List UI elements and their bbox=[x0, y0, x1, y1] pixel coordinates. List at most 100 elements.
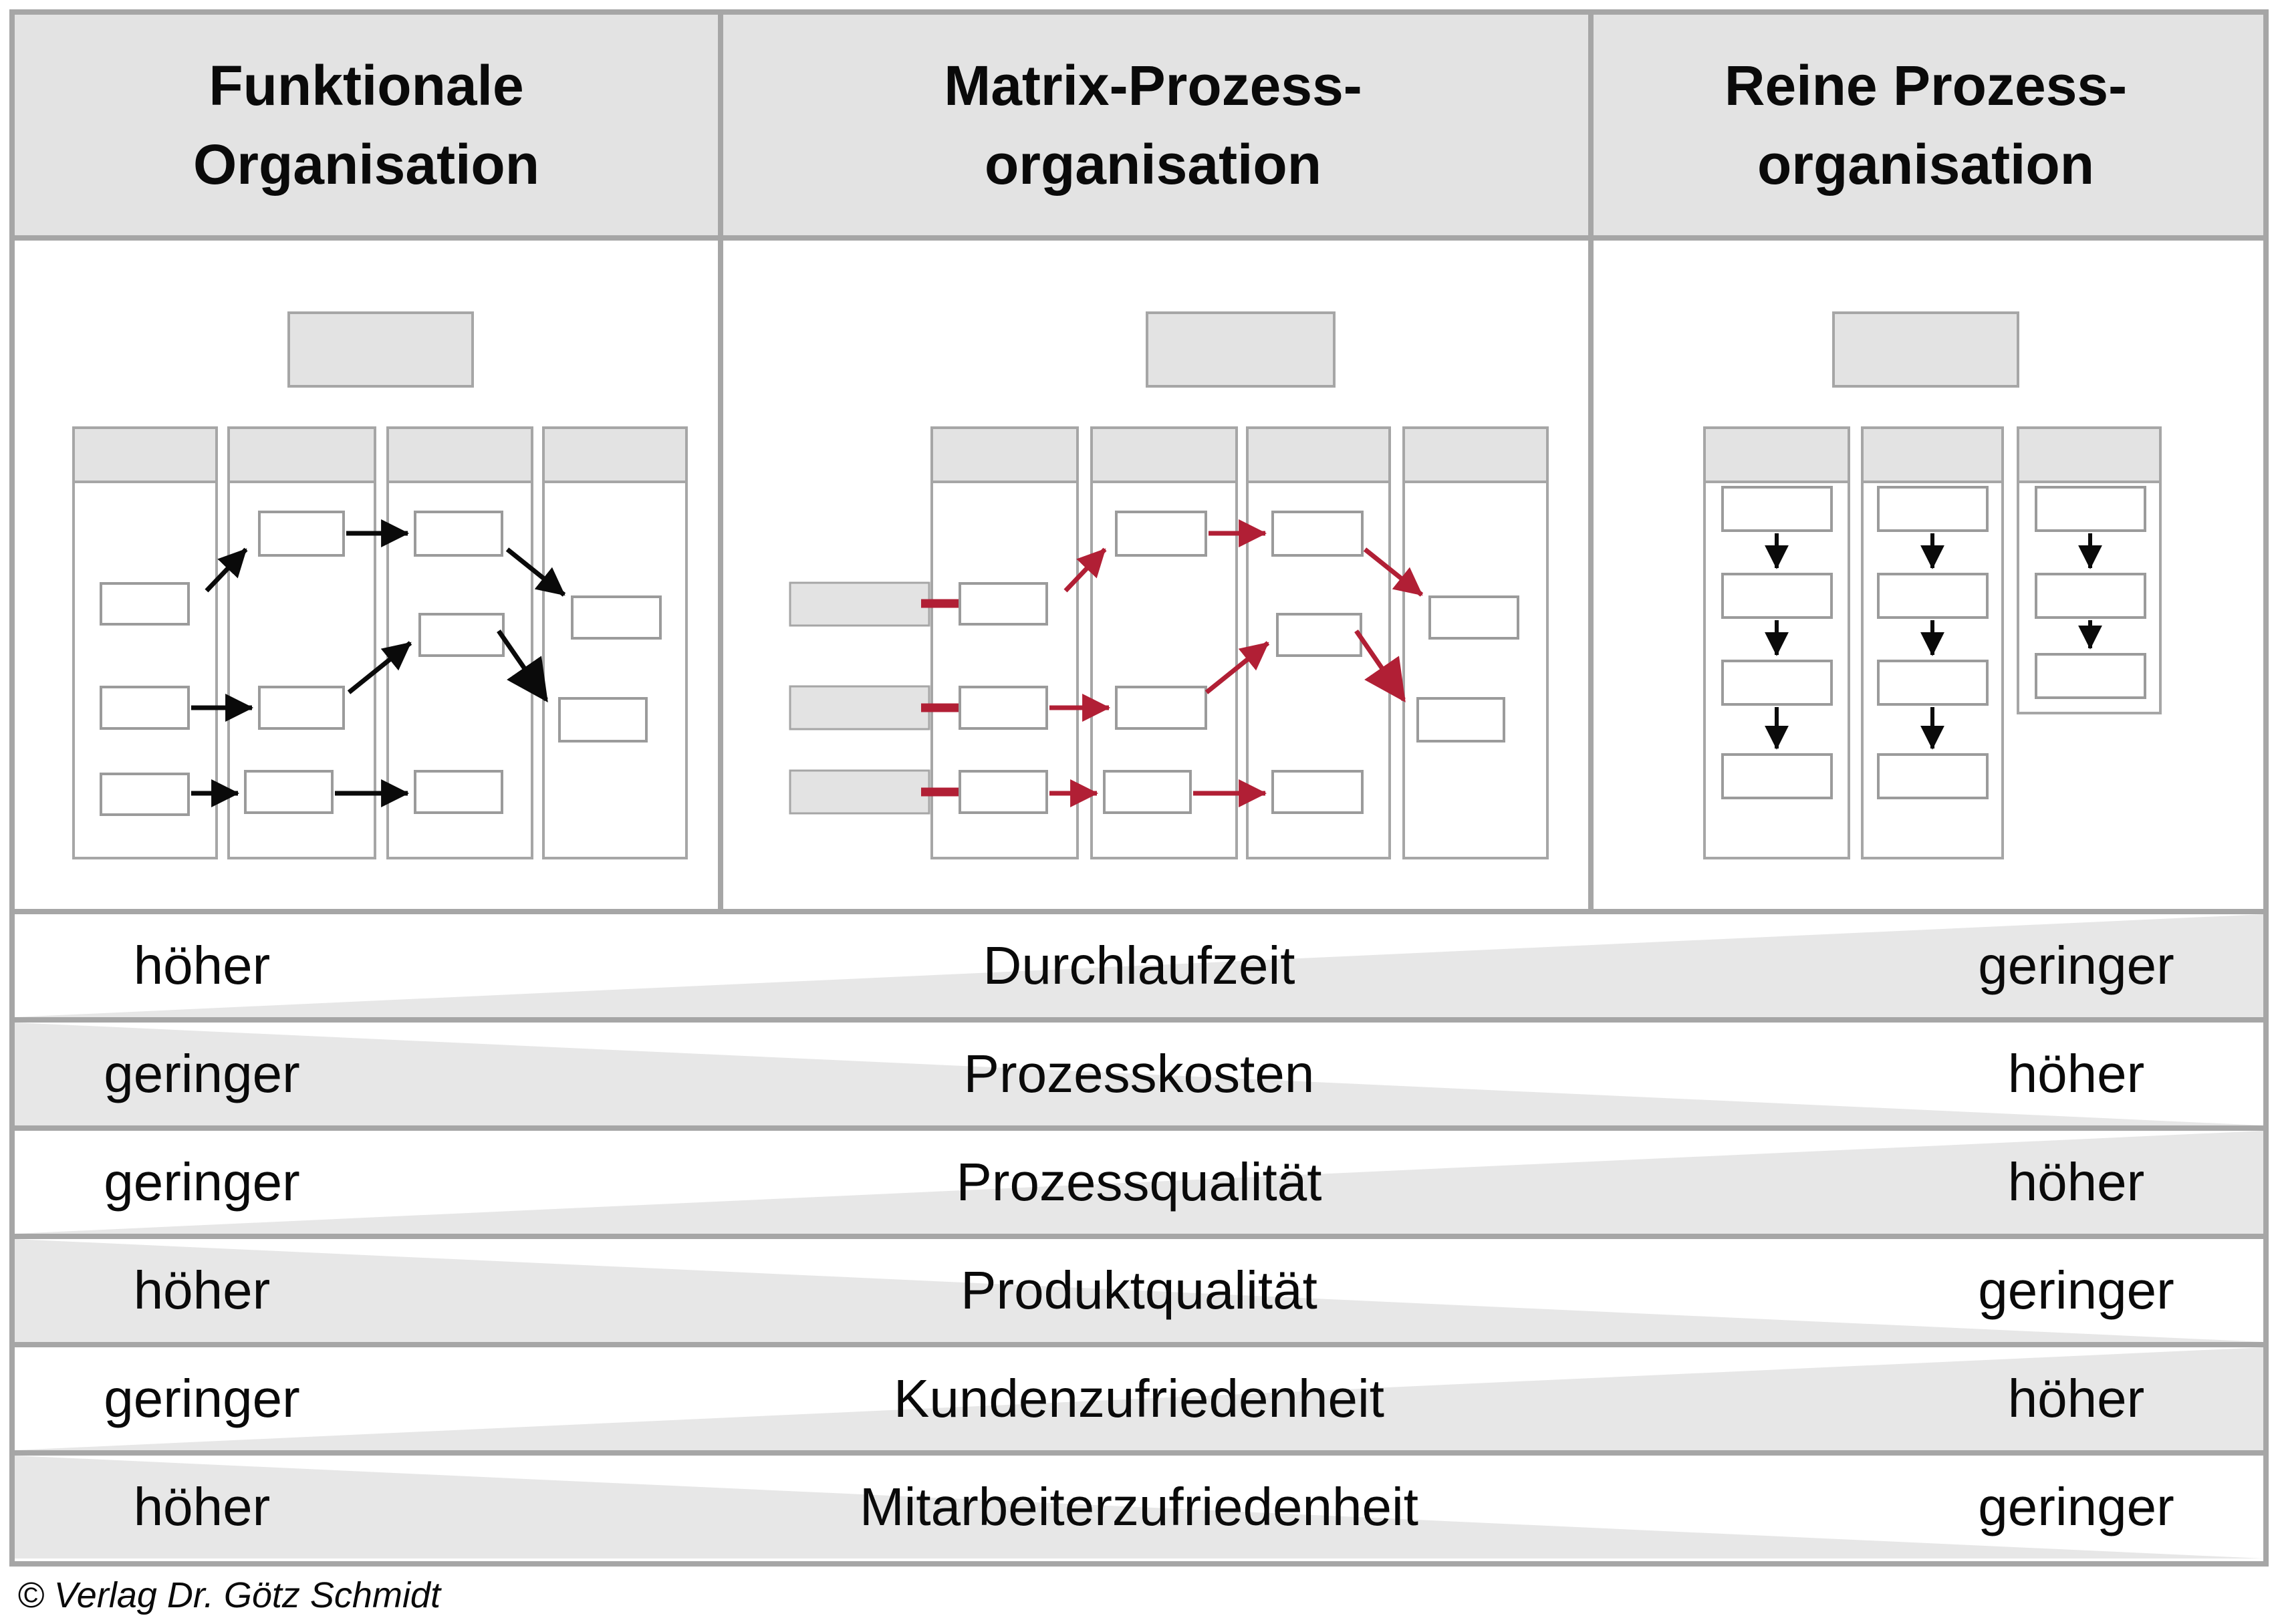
management-box bbox=[1832, 311, 2019, 388]
row-right-value: höher bbox=[2007, 1044, 2145, 1103]
department-header bbox=[542, 426, 688, 483]
comparison-row-mitarbeiterzufriedenheit: höher Mitarbeiterzufriedenheit geringer bbox=[15, 1450, 2263, 1559]
process-step-box bbox=[1721, 486, 1833, 532]
header-line: Matrix-Prozess- bbox=[944, 54, 1362, 117]
process-step-box bbox=[1877, 486, 1989, 532]
department-column bbox=[1246, 426, 1391, 859]
header-row: Funktionale Organisation Matrix-Prozess-… bbox=[15, 15, 2263, 241]
process-flow-arrow bbox=[1363, 547, 1424, 597]
row-left-value: geringer bbox=[104, 1369, 300, 1428]
header-funktionale-organisation: Funktionale Organisation bbox=[15, 15, 718, 235]
process-step-box bbox=[258, 511, 345, 557]
flow-arrow bbox=[497, 630, 548, 703]
row-metric: Prozesskosten bbox=[963, 1044, 1315, 1103]
process-step-box bbox=[1115, 686, 1207, 730]
process-step-box bbox=[1271, 770, 1364, 814]
header-matrix-prozessorganisation: Matrix-Prozess- organisation bbox=[718, 15, 1588, 235]
process-step-box bbox=[1428, 595, 1519, 640]
department-header bbox=[1246, 426, 1391, 483]
process-step-box bbox=[1721, 753, 1833, 799]
process-step-box bbox=[959, 686, 1048, 730]
row-right-value: geringer bbox=[1978, 1260, 2174, 1320]
process-step-box bbox=[1721, 573, 1833, 619]
process-column bbox=[1703, 426, 1850, 859]
row-left-value: geringer bbox=[104, 1152, 300, 1212]
department-column bbox=[1090, 426, 1238, 859]
org-chart-matrix bbox=[789, 311, 1549, 859]
row-right-value: geringer bbox=[1978, 936, 2174, 995]
header-line: Organisation bbox=[193, 133, 540, 196]
process-step-box bbox=[558, 697, 648, 742]
flow-arrow bbox=[505, 547, 566, 597]
department-column bbox=[72, 426, 218, 859]
process-step-box bbox=[2035, 486, 2146, 532]
process-column-header bbox=[1861, 426, 2004, 483]
process-step-box bbox=[414, 770, 503, 814]
header-line: organisation bbox=[1757, 133, 2095, 196]
header-line: organisation bbox=[984, 133, 1322, 196]
process-step-box bbox=[1721, 660, 1833, 706]
process-step-box bbox=[959, 770, 1048, 814]
comparison-row-durchlaufzeit: höher Durchlaufzeit geringer bbox=[15, 909, 2263, 1017]
header-reine-prozessorganisation: Reine Prozess- organisation bbox=[1588, 15, 2263, 235]
comparison-row-prozessqualitaet: geringer Prozessqualität höher bbox=[15, 1125, 2263, 1234]
process-step-box bbox=[1877, 573, 1989, 619]
process-step-box bbox=[100, 686, 190, 730]
flow-arrow bbox=[347, 641, 412, 694]
diagram-frame: Funktionale Organisation Matrix-Prozess-… bbox=[9, 9, 2269, 1567]
department-header bbox=[1090, 426, 1238, 483]
row-left-value: höher bbox=[133, 936, 271, 995]
row-metric: Mitarbeiterzufriedenheit bbox=[860, 1477, 1418, 1536]
row-left-value: höher bbox=[133, 1260, 271, 1320]
row-metric: Prozessqualität bbox=[956, 1152, 1322, 1212]
row-metric: Kundenzufriedenheit bbox=[894, 1369, 1384, 1428]
panel-divider bbox=[1588, 15, 1594, 909]
process-step-box bbox=[1877, 660, 1989, 706]
comparison-row-produktqualitaet: höher Produktqualität geringer bbox=[15, 1234, 2263, 1342]
department-column bbox=[542, 426, 688, 859]
row-metric: Produktqualität bbox=[961, 1260, 1317, 1320]
department-header bbox=[72, 426, 218, 483]
process-step-box bbox=[1877, 753, 1989, 799]
process-step-box bbox=[2035, 573, 2146, 619]
row-right-value: geringer bbox=[1978, 1477, 2174, 1536]
row-right-value: höher bbox=[2007, 1152, 2145, 1212]
process-step-box bbox=[244, 770, 334, 814]
department-header bbox=[930, 426, 1079, 483]
process-column bbox=[2017, 426, 2162, 714]
department-column bbox=[930, 426, 1079, 859]
header-line: Funktionale bbox=[209, 54, 524, 117]
department-header bbox=[227, 426, 376, 483]
flow-arrow bbox=[205, 547, 248, 593]
process-owner-bar bbox=[789, 685, 930, 730]
process-step-box bbox=[414, 511, 503, 557]
process-step-box bbox=[1103, 770, 1192, 814]
department-column bbox=[227, 426, 376, 859]
process-step-box bbox=[1271, 511, 1364, 557]
org-chart-funktionale bbox=[72, 311, 688, 859]
process-column-header bbox=[2017, 426, 2162, 483]
process-step-box bbox=[2035, 653, 2146, 699]
process-flow-arrow bbox=[1354, 630, 1406, 703]
process-step-box bbox=[100, 582, 190, 626]
comparison-row-prozesskosten: geringer Prozesskosten höher bbox=[15, 1017, 2263, 1125]
row-left-value: höher bbox=[133, 1477, 271, 1536]
row-metric: Durchlaufzeit bbox=[983, 936, 1295, 995]
process-step-box bbox=[100, 773, 190, 816]
department-column bbox=[386, 426, 533, 859]
process-owner-bar bbox=[789, 769, 930, 815]
management-box bbox=[1146, 311, 1336, 388]
process-flow-arrow bbox=[1063, 547, 1107, 593]
comparison-rows: höher Durchlaufzeit geringer geringer Pr… bbox=[15, 909, 2263, 1559]
process-step-box bbox=[1276, 613, 1362, 657]
process-step-box bbox=[1416, 697, 1505, 742]
header-line: Reine Prozess- bbox=[1724, 54, 2128, 117]
row-left-value: geringer bbox=[104, 1044, 300, 1103]
copyright-notice: © Verlag Dr. Götz Schmidt bbox=[17, 1575, 440, 1615]
process-step-box bbox=[959, 582, 1048, 626]
management-box bbox=[287, 311, 474, 388]
department-header bbox=[386, 426, 533, 483]
row-right-value: höher bbox=[2007, 1369, 2145, 1428]
process-step-box bbox=[1115, 511, 1207, 557]
